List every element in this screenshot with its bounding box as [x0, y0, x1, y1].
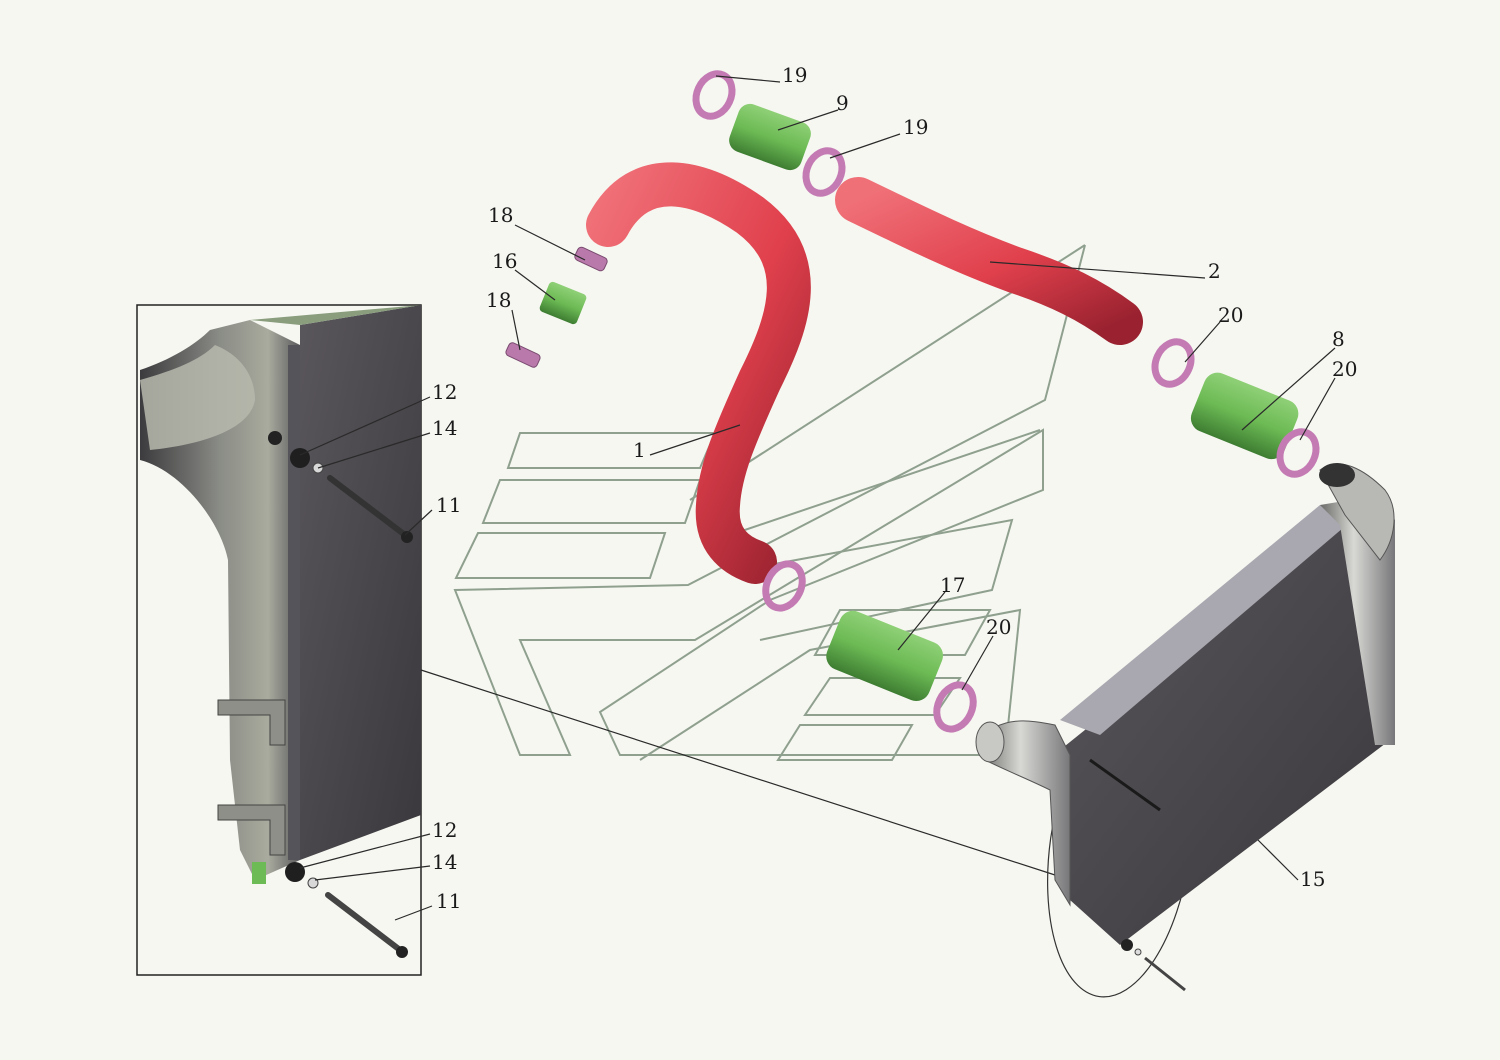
callout-clamp-top-left: 19 [782, 63, 807, 87]
clamp-small-lower-icon [505, 342, 541, 368]
callout-washer-upper: 12 [432, 380, 457, 404]
clamp-hose1-end-icon [762, 560, 806, 612]
clamp-right-left-icon [1151, 338, 1195, 388]
callout-sleeve-top: 9 [836, 91, 849, 115]
callout-bolt-upper: 11 [436, 493, 461, 517]
callout-nut-lower: 14 [432, 850, 457, 874]
callout-clamp-top-right: 19 [903, 115, 928, 139]
callout-charge-air-cooler: 15 [1300, 867, 1325, 891]
callout-clamp-lower: 20 [986, 615, 1011, 639]
callout-bolt-lower: 11 [436, 889, 461, 913]
sleeve-top [729, 103, 811, 171]
callout-clamp-right-right: 20 [1332, 357, 1357, 381]
sleeve-lower [826, 610, 944, 702]
clamp-top-left-icon [692, 70, 736, 120]
clamp-right-right-icon [1276, 428, 1320, 478]
callout-clamp-small-lower: 18 [486, 288, 511, 312]
callout-sleeve-small: 16 [492, 249, 517, 273]
callout-clamp-small-upper: 18 [488, 203, 513, 227]
callout-clamp-right-left: 20 [1218, 303, 1243, 327]
charge-air-cooler [975, 463, 1395, 992]
chevron-stripes-logo-icon [453, 244, 1086, 761]
clamp-lower-icon [933, 681, 977, 733]
callout-hose-upper-right: 2 [1208, 259, 1221, 283]
callout-sleeve-right: 8 [1332, 327, 1345, 351]
hose-upper-right [835, 177, 1143, 345]
detail-leader-line [420, 669, 1056, 876]
callout-labels: 19 9 19 18 16 18 1 2 20 8 20 17 20 15 12… [432, 63, 1357, 913]
callout-sleeve-lower: 17 [940, 573, 965, 597]
small-clamps [505, 246, 608, 368]
clamp-top-right-icon [802, 147, 846, 197]
leader-lines [299, 75, 1336, 921]
callout-nut-upper: 14 [432, 416, 457, 440]
detail-view-inset [136, 304, 422, 976]
callout-hose-upper-left: 1 [633, 438, 646, 462]
clamp-small-upper-icon [574, 246, 608, 272]
hose-upper-left [586, 162, 811, 584]
sleeve-right [1190, 372, 1299, 460]
callout-washer-lower: 12 [432, 818, 457, 842]
sleeve-small [539, 281, 587, 325]
